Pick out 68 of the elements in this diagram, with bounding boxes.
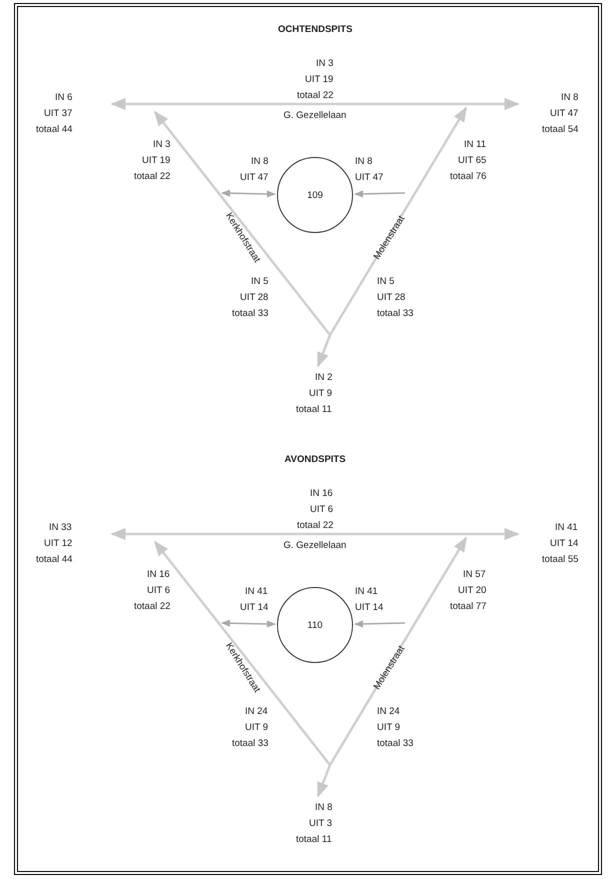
count-text: IN 57 xyxy=(463,568,486,582)
count-text: totaal 11 xyxy=(296,833,332,847)
count-text: IN 8 xyxy=(315,801,332,815)
count-text: totaal 11 xyxy=(296,403,332,417)
count-text: totaal 22 xyxy=(297,519,334,533)
count-text: UIT 3 xyxy=(309,817,332,831)
count-text: totaal 33 xyxy=(377,737,414,751)
section-title: AVONDSPITS xyxy=(284,453,346,467)
count-text: UIT 9 xyxy=(377,721,400,735)
count-text: totaal 22 xyxy=(297,89,334,103)
count-text: IN 24 xyxy=(245,705,268,719)
count-text: IN 5 xyxy=(251,275,268,289)
count-value: 110 xyxy=(307,620,323,630)
junction-circle xyxy=(277,587,353,663)
arrow xyxy=(221,190,276,198)
count-text: IN 16 xyxy=(310,487,333,501)
count-text: UIT 9 xyxy=(245,721,268,735)
count-text: IN 2 xyxy=(315,371,332,385)
count-text: UIT 19 xyxy=(305,73,334,87)
count-text: totaal 77 xyxy=(450,600,486,614)
count-text: UIT 47 xyxy=(240,171,268,185)
section-title: OCHTENDSPITS xyxy=(278,23,352,37)
count-text: totaal 33 xyxy=(232,307,268,321)
count-text: totaal 22 xyxy=(134,600,170,614)
count-text: IN 5 xyxy=(377,275,394,289)
count-text: UIT 6 xyxy=(147,584,170,598)
count-text: IN 6 xyxy=(55,91,72,105)
count-text: totaal 54 xyxy=(542,123,578,137)
count-text: totaal 33 xyxy=(232,737,268,751)
count-text: UIT 19 xyxy=(142,154,170,168)
count-text: totaal 55 xyxy=(542,553,578,567)
junction-circle xyxy=(277,157,353,233)
count-text: UIT 28 xyxy=(240,291,268,305)
count-text: UIT 37 xyxy=(44,107,72,121)
count-text: UIT 28 xyxy=(377,291,406,305)
count-text: IN 8 xyxy=(561,91,578,105)
count-text: UIT 14 xyxy=(355,601,384,615)
count-text: IN 41 xyxy=(555,521,578,535)
count-text: UIT 6 xyxy=(310,503,334,517)
count-text: IN 24 xyxy=(377,705,400,719)
count-text: IN 8 xyxy=(355,155,372,169)
count-text: totaal 76 xyxy=(450,170,486,184)
count-text: UIT 14 xyxy=(240,601,268,615)
count-text: UIT 47 xyxy=(355,171,384,185)
count-text: UIT 9 xyxy=(309,387,332,401)
count-text: IN 3 xyxy=(316,57,334,71)
count-text: UIT 20 xyxy=(458,584,486,598)
count-text: IN 33 xyxy=(49,521,72,535)
count-text: totaal 44 xyxy=(36,123,72,137)
count-text: IN 8 xyxy=(251,155,268,169)
count-text: IN 16 xyxy=(147,568,170,582)
count-value: 109 xyxy=(307,190,323,200)
street-name: G. Gezellelaan xyxy=(284,109,346,123)
count-text: IN 3 xyxy=(153,138,170,152)
count-text: UIT 47 xyxy=(550,107,578,121)
count-text: IN 11 xyxy=(464,138,486,152)
count-text: UIT 14 xyxy=(550,537,578,551)
count-text: IN 41 xyxy=(245,585,268,599)
street-name: G. Gezellelaan xyxy=(284,539,346,553)
count-text: IN 41 xyxy=(355,585,378,599)
arrow xyxy=(221,620,276,628)
arrow xyxy=(354,620,406,628)
count-text: totaal 44 xyxy=(36,553,72,567)
count-text: UIT 12 xyxy=(44,537,72,551)
count-text: totaal 33 xyxy=(377,307,414,321)
arrow xyxy=(354,190,406,198)
count-text: UIT 65 xyxy=(458,154,486,168)
count-text: totaal 22 xyxy=(134,170,170,184)
